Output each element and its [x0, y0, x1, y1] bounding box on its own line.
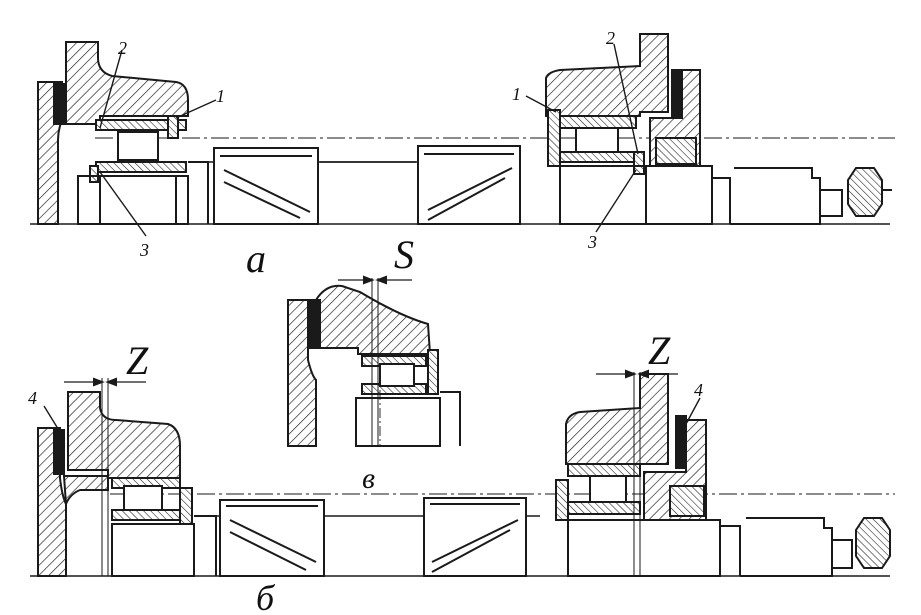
- view-a-left-bearing-outer: [95, 119, 187, 131]
- view-a-right-shim: [633, 151, 645, 175]
- view-a-gear-left: [213, 147, 319, 225]
- view-b-left-bearing-inner: [111, 509, 181, 521]
- view-v-roller: [379, 363, 415, 387]
- view-a-nut: [847, 167, 883, 217]
- view-b-left-hub: [67, 391, 181, 479]
- view-a-left-seal: [53, 83, 65, 125]
- view-a-left-shim: [89, 165, 99, 183]
- view-v-hub: [314, 284, 432, 355]
- view-b-right-ring: [555, 479, 569, 521]
- view-b-right-journal: [567, 519, 721, 577]
- view-b-gear-left: [219, 499, 325, 577]
- view-v-seal: [307, 299, 321, 349]
- view-a-right-seal: [671, 69, 683, 119]
- view-a-left-ring: [167, 115, 179, 139]
- view-a-assembly: [30, 33, 895, 237]
- view-v-housing: [287, 299, 317, 447]
- label-part-1-left: 1: [216, 86, 225, 106]
- label-view-v: в: [362, 462, 375, 495]
- view-v-ring: [427, 349, 439, 395]
- label-part-2-left: 2: [118, 38, 127, 58]
- view-a-right-bearing-outer: [555, 115, 637, 129]
- view-b-right-hub: [565, 373, 669, 465]
- labels: 2 1 3 2 1 3 4 4 a S в Z Z б: [28, 28, 703, 615]
- view-a-right-journal: [559, 165, 713, 225]
- view-b-right-bearing-outer: [567, 463, 641, 477]
- view-a-right-labyrinth: [655, 137, 697, 165]
- view-a-right-roller: [575, 127, 619, 153]
- view-a-shaft-end: [730, 167, 821, 225]
- view-b-left-roller: [123, 485, 163, 511]
- view-b-left-ring: [179, 487, 193, 525]
- view-b-left-journal: [111, 523, 195, 577]
- label-part-3-right: 3: [587, 232, 597, 252]
- view-a-right-hub: [545, 33, 669, 117]
- view-a-left-bearing-inner: [95, 161, 187, 173]
- label-part-1-right: 1: [512, 84, 521, 104]
- view-a-right-bearing-inner: [555, 151, 637, 163]
- label-part-2-right: 2: [606, 28, 615, 48]
- view-b-right-seal: [675, 415, 687, 469]
- view-a-left-journal: [77, 175, 189, 225]
- view-b-left-seal: [53, 429, 65, 475]
- view-v-detail: [287, 275, 461, 447]
- label-part-3-left: 3: [139, 240, 149, 260]
- view-b-shaft-end: [740, 517, 833, 577]
- view-b-right-bearing-inner: [567, 501, 641, 515]
- label-gap-z-right: Z: [648, 328, 671, 373]
- view-a-gear-right: [417, 145, 521, 225]
- label-view-a: a: [246, 236, 266, 281]
- view-a-left-hub: [65, 41, 189, 125]
- label-view-b: б: [256, 578, 276, 615]
- view-b-gear-right: [423, 497, 527, 577]
- view-b-nut: [855, 517, 891, 569]
- label-part-4-right: 4: [694, 380, 703, 400]
- label-gap-z-left: Z: [126, 338, 149, 383]
- label-gap-s: S: [394, 232, 414, 277]
- label-part-4-left: 4: [28, 388, 37, 408]
- view-a-right-ring: [547, 109, 561, 167]
- view-a-left-roller: [117, 131, 159, 161]
- view-b-assembly: [30, 369, 895, 577]
- view-v-journal: [355, 397, 441, 447]
- view-b-right-labyrinth: [669, 485, 705, 517]
- view-b-right-roller: [589, 475, 627, 503]
